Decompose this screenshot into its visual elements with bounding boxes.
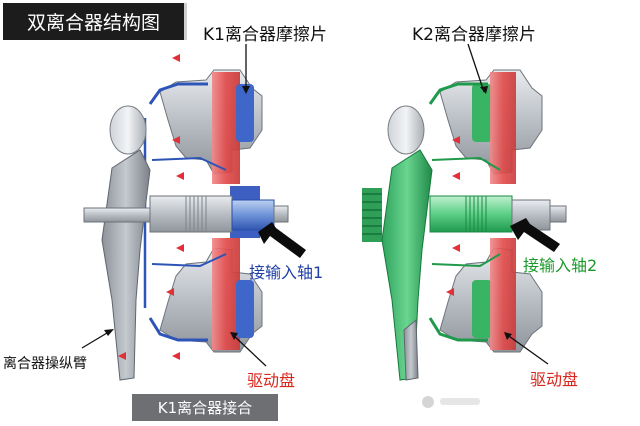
k1-engaged-caption: K1离合器接合 xyxy=(132,394,278,421)
watermark-logo xyxy=(422,396,480,408)
k1-friction-plate-lower xyxy=(212,238,240,350)
k2-friction-plate-lower xyxy=(490,238,516,350)
k1-friction-label: K1离合器摩擦片 xyxy=(203,25,327,45)
input-shaft-1 xyxy=(231,199,275,231)
clutch-arm-label: 离合器操纵臂 xyxy=(3,356,87,372)
k2-assembly xyxy=(362,69,567,381)
diagram-title: 双离合器结构图 xyxy=(3,3,187,40)
k2-friction-label: K2离合器摩擦片 xyxy=(412,25,536,45)
k1-friction-plate-upper xyxy=(212,72,240,184)
drive-plate-right-label: 驱动盘 xyxy=(530,370,579,389)
input-shaft-2-label: 接输入轴2 xyxy=(523,256,598,275)
k1-clutch-arm xyxy=(101,149,151,381)
input-shaft-1-label: 接输入轴1 xyxy=(249,263,324,282)
k2-friction-plate-upper xyxy=(490,72,516,184)
k1-assembly xyxy=(83,54,289,381)
input-shaft-1-arrow xyxy=(258,222,306,258)
input-shaft-2-arrow xyxy=(510,218,560,252)
drive-plate-left-label: 驱动盘 xyxy=(247,371,296,390)
